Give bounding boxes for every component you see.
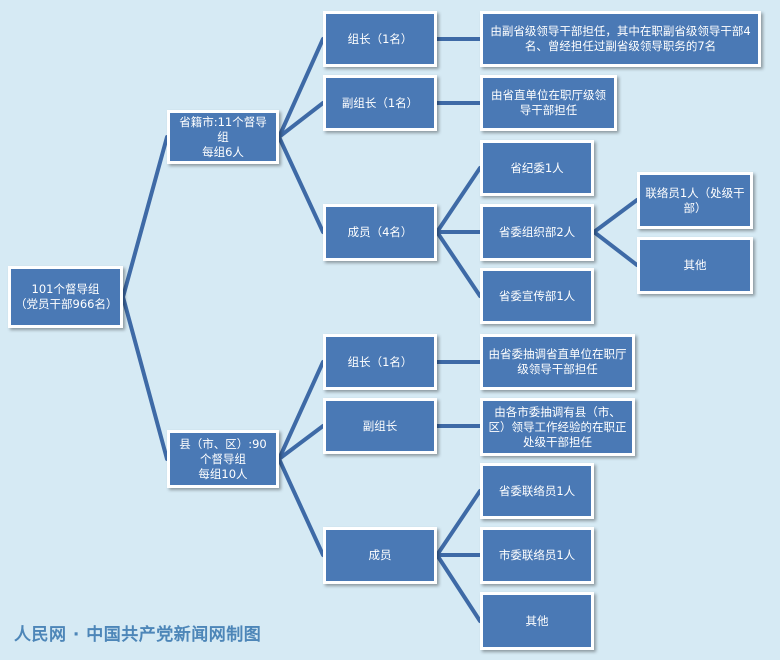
- connector-county-2: [277, 457, 325, 557]
- node-prov-leader: 组长（1名）: [323, 11, 437, 67]
- connector-county-members-0: [435, 489, 482, 557]
- connector-province-2: [277, 135, 325, 234]
- node-prov-leader-desc: 由副省级领导干部担任，其中在职副省级领导干部4名、曾经担任过副省级领导职务的7名: [480, 11, 761, 67]
- connector-root-0: [121, 135, 169, 299]
- node-county-member-other: 其他: [480, 592, 594, 650]
- node-county-member-city-liaison: 市委联络员1人: [480, 527, 594, 584]
- node-prov-deputy-desc: 由省直单位在职厅级领导干部担任: [480, 75, 617, 131]
- connector-org-dept-0: [592, 198, 639, 234]
- footer-credit: 人民网 · 中国共产党新闻网制图: [14, 625, 262, 645]
- connector-org-dept-1: [592, 230, 639, 267]
- node-county-member-prov-liaison: 省委联络员1人: [480, 463, 594, 519]
- node-org-other: 其他: [637, 237, 753, 294]
- node-province-groups: 省籍市:11个督导组 每组6人: [167, 110, 279, 164]
- node-county-leader-desc: 由省委抽调省直单位在职厅级领导干部担任: [480, 334, 635, 390]
- node-prov-members: 成员（4名）: [323, 204, 437, 261]
- connector-prov-members-2: [435, 230, 482, 298]
- connector-county-members-2: [435, 553, 482, 623]
- connector-county-0: [277, 360, 325, 461]
- node-county-groups: 县（市、区）:90个督导组 每组10人: [167, 430, 279, 488]
- node-prov-deputy: 副组长（1名）: [323, 75, 437, 131]
- node-prov-member-xuanchuanbu: 省委宣传部1人: [480, 268, 594, 324]
- connector-prov-members-0: [435, 166, 482, 234]
- node-prov-member-jiwei: 省纪委1人: [480, 140, 594, 196]
- node-county-leader: 组长（1名）: [323, 334, 437, 390]
- node-root: 101个督导组 （党员干部966名）: [8, 266, 123, 328]
- node-org-liaison: 联络员1人（处级干部）: [637, 172, 753, 229]
- node-county-deputy-desc: 由各市委抽调有县（市、区）领导工作经验的在职正处级干部担任: [480, 398, 635, 456]
- connector-province-0: [277, 37, 325, 139]
- connector-root-1: [121, 295, 169, 461]
- node-county-members: 成员: [323, 527, 437, 584]
- node-county-deputy: 副组长: [323, 398, 437, 454]
- node-prov-member-zuzhibu: 省委组织部2人: [480, 204, 594, 261]
- connector-province-1: [277, 101, 325, 139]
- connector-county-1: [277, 424, 325, 461]
